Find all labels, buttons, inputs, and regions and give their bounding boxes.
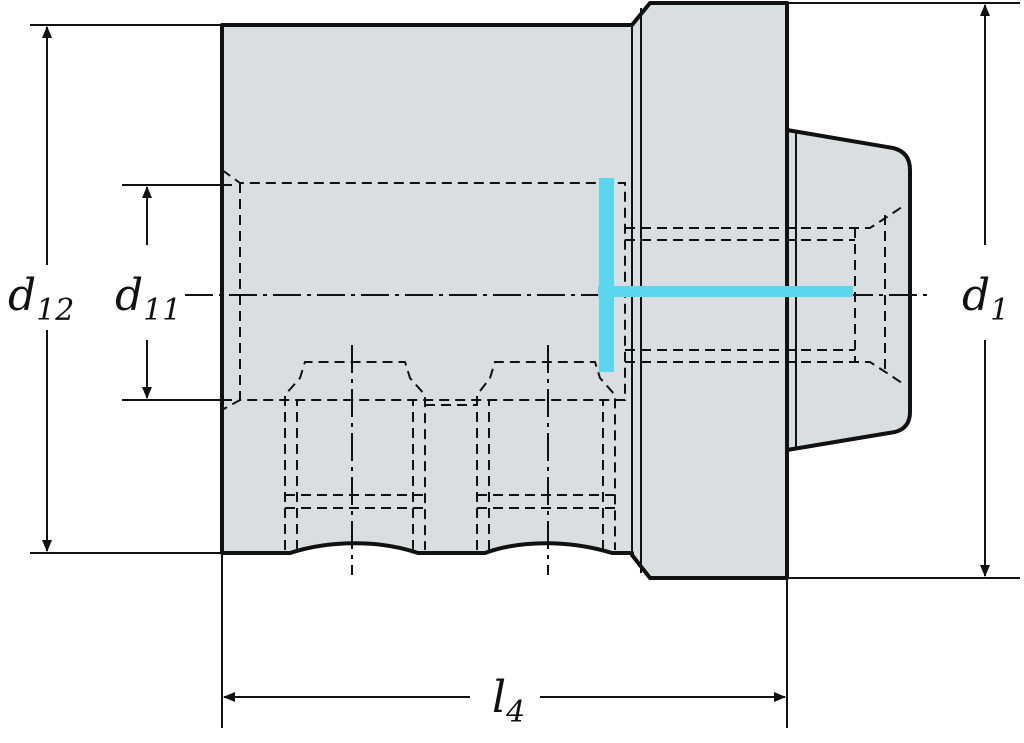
label-l4: l4 [492, 672, 525, 730]
part-body [220, 1, 912, 580]
label-d11: d11 [115, 270, 181, 328]
dimension-lines [30, 2, 1020, 728]
highlight-t [598, 178, 853, 372]
label-d12: d12 [8, 270, 74, 328]
label-d1: d1 [962, 270, 1009, 328]
